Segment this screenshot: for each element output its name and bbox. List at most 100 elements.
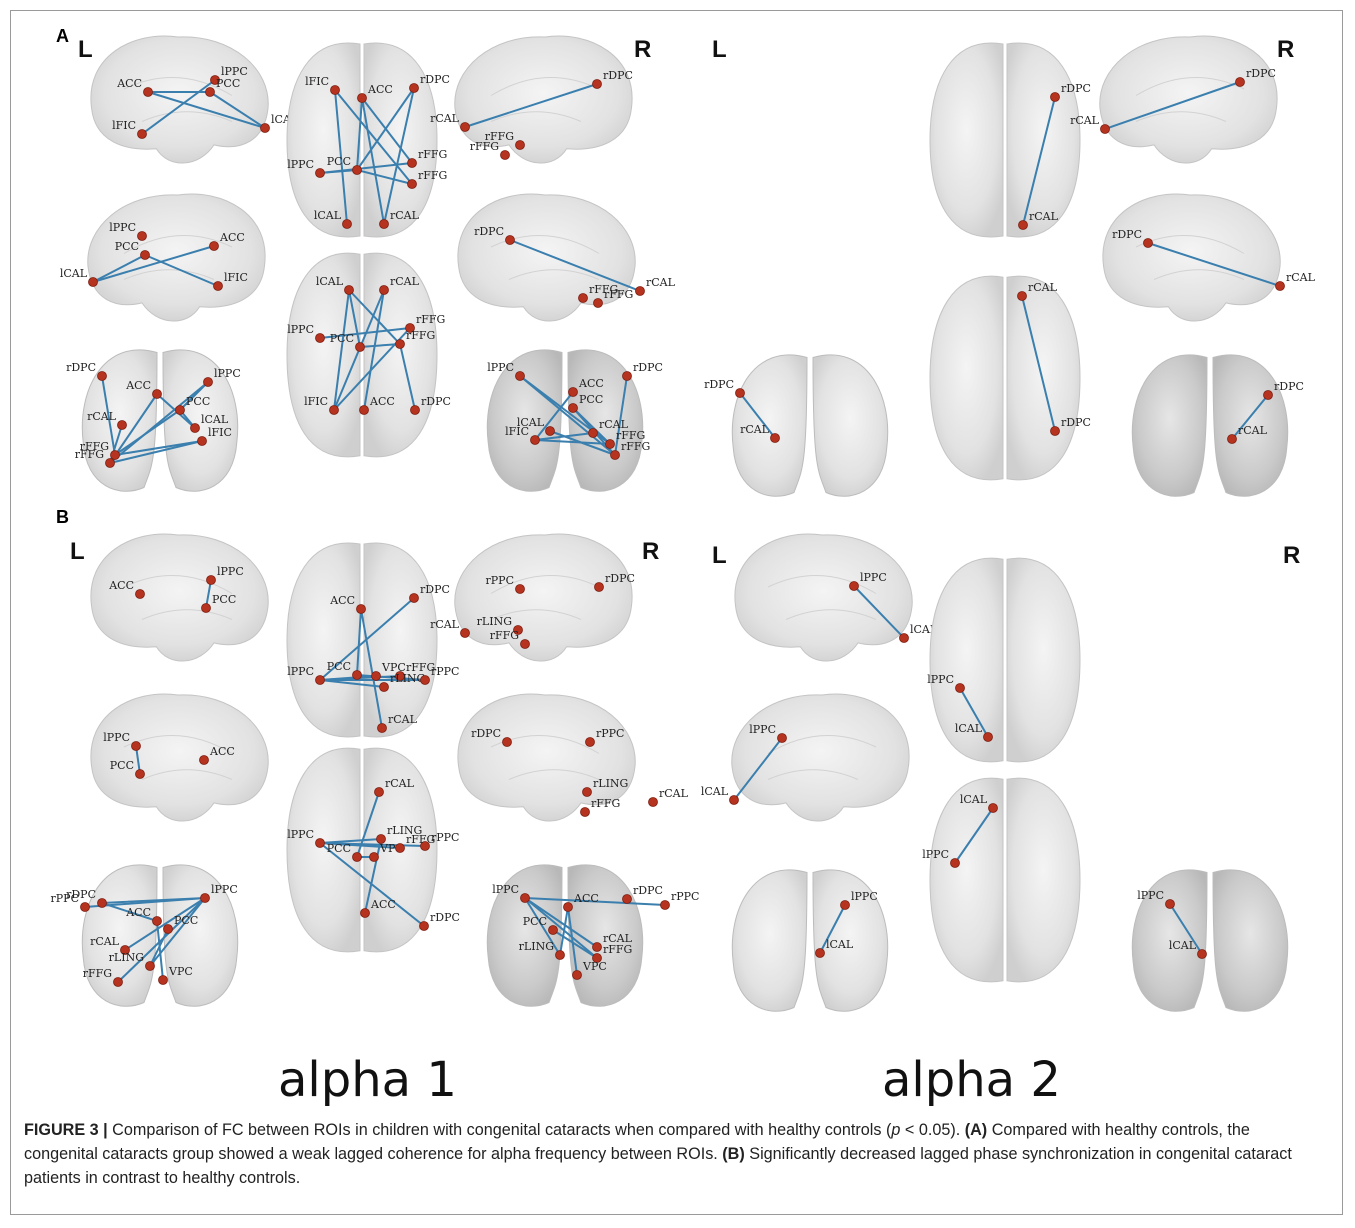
connection-edge — [509, 239, 641, 292]
roi-node-label: lCAL — [201, 413, 229, 426]
roi-node-label: lPPC — [922, 848, 949, 861]
roi-node-label: rLING — [477, 615, 512, 628]
roi-node-label: rPPC — [431, 831, 459, 844]
roi-node-label: rFFG — [621, 440, 650, 453]
roi-node-label: lFIC — [224, 271, 248, 284]
roi-node — [568, 403, 578, 413]
roi-node-label: rLING — [387, 824, 422, 837]
roi-node — [117, 420, 127, 430]
panel-b-alpha2-left-label: L — [712, 542, 727, 569]
roi-node-label: lCAL — [955, 722, 983, 735]
roi-node-label: rDPC — [704, 378, 734, 391]
connection-edge — [399, 343, 416, 411]
brain-hemisphere-shape — [286, 542, 361, 738]
caption-p-symbol: p — [891, 1121, 901, 1139]
brain-coronal-shape — [731, 869, 808, 1012]
roi-node — [342, 219, 352, 229]
brain-sulcus-line — [490, 574, 600, 594]
roi-node-label: lPPC — [487, 361, 514, 374]
connection-edge — [101, 375, 116, 456]
brain-view-a2-front: rDPC rCAL — [704, 354, 889, 497]
roi-node — [315, 675, 325, 685]
roi-node-label: rFFG — [589, 283, 618, 296]
roi-node — [374, 787, 384, 797]
caption-text-2: < 0.05). — [900, 1121, 965, 1139]
connection-edge — [348, 289, 361, 348]
roi-node-label: rPPC — [51, 892, 79, 905]
roi-node — [379, 219, 389, 229]
roi-node — [635, 286, 645, 296]
connection-edge — [334, 89, 413, 185]
roi-node — [88, 277, 98, 287]
roi-node — [849, 581, 859, 591]
caption-b-label: (B) — [722, 1145, 745, 1163]
roi-node-label: lFIC — [208, 426, 232, 439]
roi-node — [135, 589, 145, 599]
roi-node — [563, 902, 573, 912]
connection-edge — [92, 245, 215, 283]
roi-node — [330, 85, 340, 95]
roi-node-label: PCC — [327, 155, 351, 168]
roi-node — [410, 405, 420, 415]
connection-edge — [361, 97, 385, 225]
roi-node-label: rCAL — [603, 932, 633, 945]
roi-node — [407, 179, 417, 189]
roi-node-label: lPPC — [287, 323, 314, 336]
connection-edge — [567, 906, 578, 976]
roi-node-label: rPPC — [486, 574, 514, 587]
panel-b-alpha1-left-label: L — [70, 538, 85, 565]
roi-node-label: rLING — [390, 672, 425, 685]
roi-node — [113, 977, 123, 987]
roi-node-label: PCC — [523, 915, 547, 928]
roi-node — [648, 797, 658, 807]
roi-node — [152, 916, 162, 926]
roi-node — [605, 439, 615, 449]
roi-node — [580, 807, 590, 817]
brain-coronal-shape — [812, 354, 889, 497]
roi-node-label: rDPC — [430, 911, 460, 924]
roi-node — [209, 241, 219, 251]
roi-node-label: ACC — [125, 379, 151, 392]
roi-node-label: rCAL — [1028, 281, 1058, 294]
panel-a-alpha1-right-label: R — [634, 36, 652, 63]
roi-node-label: VPC — [381, 661, 406, 674]
brain-lateral-shape — [90, 693, 269, 822]
panel-a-label: A — [56, 26, 69, 46]
roi-node — [97, 898, 107, 908]
roi-node-label: rCAL — [740, 423, 770, 436]
roi-node — [175, 405, 185, 415]
panel-b-alpha2-right-label: R — [1283, 542, 1301, 569]
roi-node-label: ACC — [578, 377, 604, 390]
roi-node-label: rCAL — [430, 112, 460, 125]
roi-node — [110, 450, 120, 460]
roi-node — [352, 670, 362, 680]
roi-node — [329, 405, 339, 415]
roi-node — [460, 122, 470, 132]
connection-edge — [1169, 903, 1203, 955]
connection-edge — [114, 440, 203, 456]
roi-node-label: rCAL — [390, 275, 420, 288]
roi-node — [158, 975, 168, 985]
roi-node — [588, 428, 598, 438]
roi-node-label: ACC — [369, 395, 395, 408]
roi-node-label: lCAL — [517, 416, 545, 429]
connection-edge — [464, 83, 598, 128]
caption-figure-label: FIGURE 3 | — [24, 1121, 108, 1139]
roi-node — [1018, 220, 1028, 230]
connection-edge — [1231, 394, 1269, 440]
brain-coronal-shape — [162, 349, 239, 492]
roi-node — [592, 942, 602, 952]
roi-node — [585, 737, 595, 747]
roi-node — [520, 893, 530, 903]
panel-a-alpha2-right-label: R — [1277, 36, 1295, 63]
roi-node — [610, 450, 620, 460]
roi-node-label: rDPC — [633, 361, 663, 374]
roi-node — [356, 604, 366, 614]
connection-edge — [733, 737, 783, 801]
